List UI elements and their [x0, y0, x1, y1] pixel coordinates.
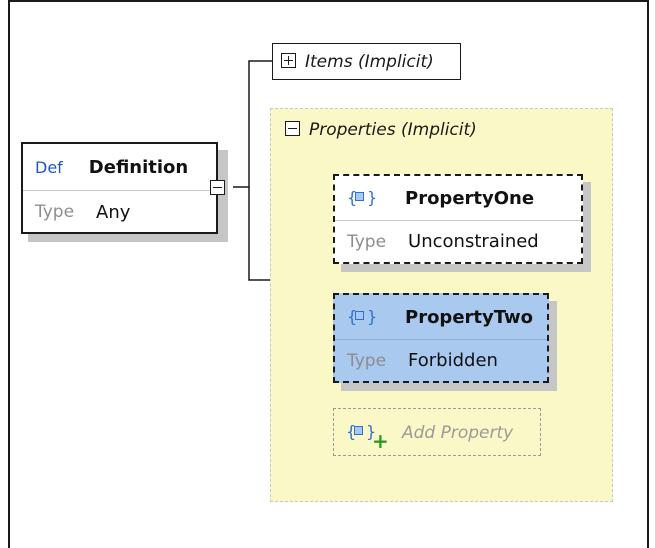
plus-icon: +	[372, 429, 389, 453]
property-two-separator	[335, 339, 547, 340]
object-icon: {}	[347, 307, 378, 326]
property-two-type-value: Forbidden	[408, 350, 498, 371]
definition-collapse-toggle[interactable]	[210, 180, 225, 195]
add-object-icon: {}	[346, 422, 377, 441]
property-one-type-value: Unconstrained	[408, 231, 539, 252]
canvas-border-right	[647, 0, 649, 548]
definition-type-value: Any	[96, 201, 131, 223]
property-one-separator	[335, 220, 581, 221]
items-label: Items (Implicit)	[305, 52, 434, 72]
connector-def-to-items	[233, 60, 272, 188]
property-one-name: PropertyOne	[405, 187, 535, 209]
definition-separator	[23, 190, 216, 191]
property-two-node[interactable]: {} PropertyTwo Type Forbidden	[333, 293, 549, 383]
canvas-border-top	[8, 0, 648, 2]
add-property-label: Add Property	[402, 423, 514, 443]
definition-type-label: Type	[35, 202, 75, 222]
properties-group-label: Properties (Implicit)	[309, 120, 477, 140]
property-one-type-label: Type	[347, 231, 387, 252]
object-icon: {}	[347, 188, 378, 207]
definition-keyword: Def	[35, 157, 63, 177]
canvas-border-left	[8, 0, 10, 548]
properties-collapse-toggle[interactable]	[285, 121, 300, 136]
add-property-button[interactable]: {} + Add Property	[333, 408, 541, 456]
items-expand-toggle[interactable]	[281, 53, 296, 68]
property-two-type-label: Type	[347, 350, 387, 371]
definition-node[interactable]: Def Definition Type Any	[21, 142, 218, 234]
property-one-node[interactable]: {} PropertyOne Type Unconstrained	[333, 174, 583, 264]
definition-name: Definition	[88, 156, 189, 178]
property-two-name: PropertyTwo	[405, 306, 534, 328]
items-node[interactable]: Items (Implicit)	[272, 43, 461, 80]
